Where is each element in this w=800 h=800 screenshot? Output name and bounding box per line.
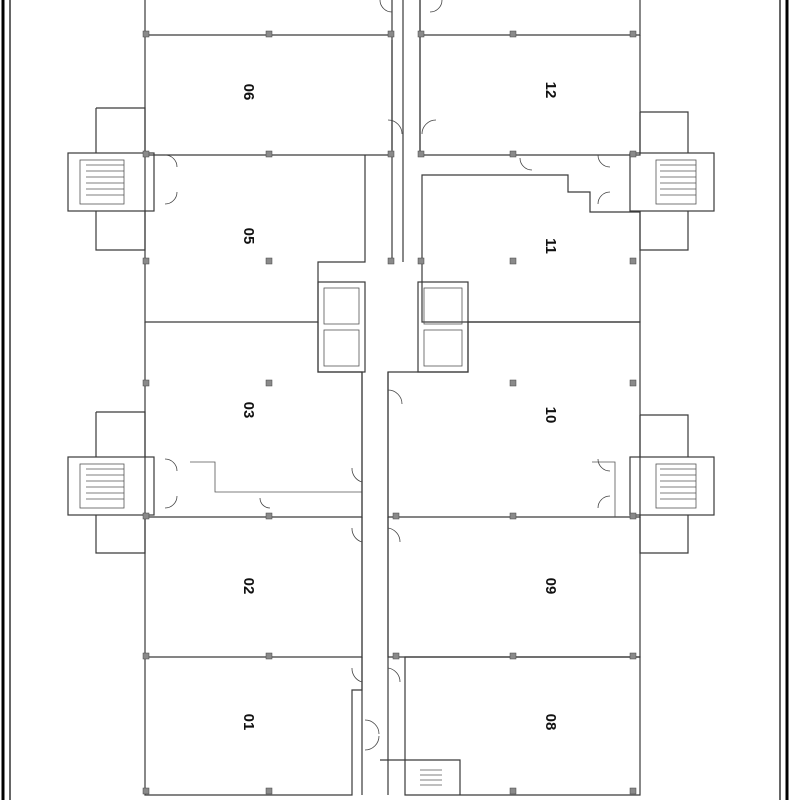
lift-lobby-left [317,281,366,373]
unit-08[interactable] [404,656,641,796]
unit-label-11: 11 [542,238,559,254]
frame-inner [9,0,781,800]
unit-label-10: 10 [542,407,559,424]
core-left-upper [67,107,178,251]
unit-label-08: 08 [542,714,559,731]
unit-09[interactable] [387,517,641,658]
unit-11[interactable] [421,174,641,323]
unit-label-02: 02 [240,578,257,595]
unit-label-01: 01 [240,714,257,731]
unit-06[interactable] [144,35,393,156]
core-left-lower [67,411,178,554]
unit-label-12: 12 [542,82,559,99]
unit-10[interactable] [387,321,641,518]
core-right-upper [597,111,715,251]
lift-lobby-right [417,281,469,373]
left-wing [67,0,393,796]
right-wing [387,0,715,796]
central-corridor [259,0,533,795]
unit-label-05: 05 [240,228,257,245]
unit-labels: 06 05 03 02 01 12 11 10 09 08 [240,82,559,731]
wall-left-top [144,0,393,36]
unit-12[interactable] [419,35,641,156]
unit-label-09: 09 [542,578,559,595]
core-right-lower [597,414,715,554]
unit-03[interactable] [144,322,363,518]
wall-right-top [419,0,641,36]
unit-05[interactable] [144,155,393,323]
unit-label-03: 03 [240,402,257,419]
unit-label-06: 06 [240,84,257,101]
structural-columns [142,30,637,795]
